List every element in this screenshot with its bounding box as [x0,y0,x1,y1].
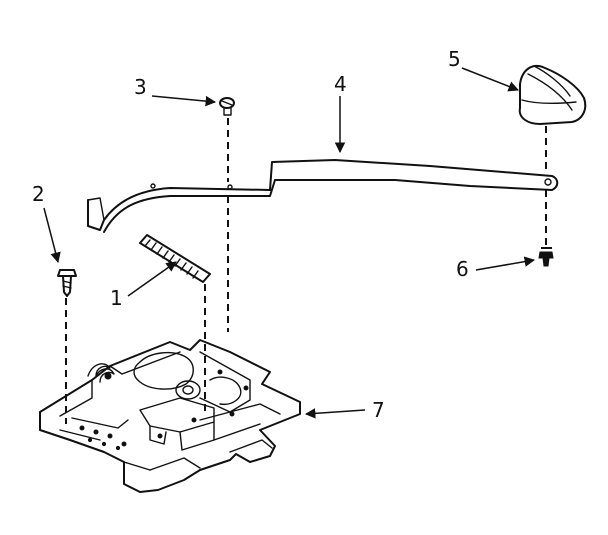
leader-arrows [43,67,536,419]
callout-labels: 1 2 3 4 5 6 7 [32,47,469,422]
callout-2: 2 [32,182,45,206]
callout-7: 7 [372,398,385,422]
leader-arrow-6 [475,256,536,271]
callout-3: 3 [134,75,147,99]
callout-4: 4 [334,72,347,96]
leader-arrow-1 [127,261,177,297]
callout-5: 5 [448,47,461,71]
lever-arm-part [87,159,559,233]
leader-arrow-2 [43,207,61,264]
screw-3-part [219,97,235,116]
leader-arrow-3 [151,95,217,107]
callout-6: 6 [456,257,469,281]
knob-part [518,65,587,125]
leader-arrow-5 [461,67,519,92]
screw-2-part [57,269,77,297]
base-plate-part [39,339,301,493]
spring-part [139,234,211,283]
leader-arrow-7 [304,408,366,419]
assembly-lines [65,118,547,424]
screw-6-part [538,247,554,267]
callout-1: 1 [110,286,123,310]
